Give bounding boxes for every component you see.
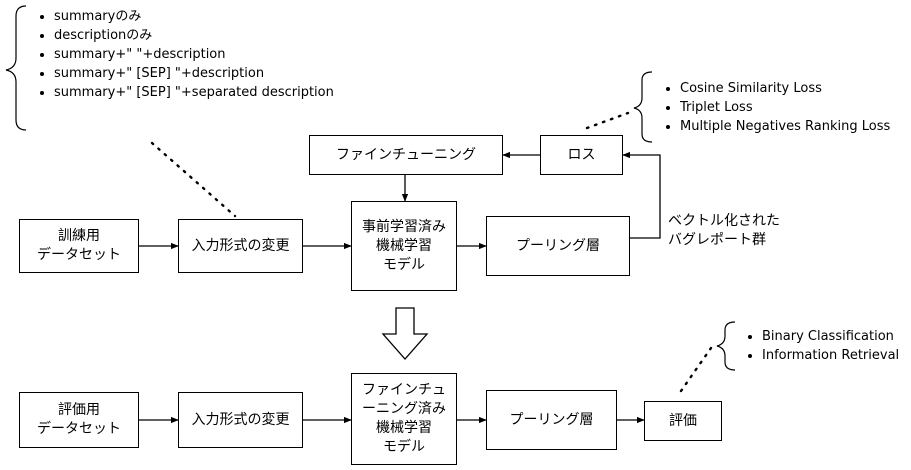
evaluation-box: 評価 [644,401,722,441]
list-item: Cosine Similarity Loss [680,79,890,98]
list-item: summary+" [SEP] "+description [54,64,334,83]
list-item: descriptionのみ [54,26,334,45]
eval-tasks-brace [716,321,736,371]
loss-functions-brace [633,71,653,143]
pooling-layer-box-bottom: プーリング層 [486,390,617,450]
eval-tasks-list: Binary Classification Information Retrie… [742,327,899,365]
training-dataset-box: 訓練用 データセット [19,219,139,273]
list-item: Triplet Loss [680,98,890,117]
pretrained-model-box: 事前学習済み 機械学習 モデル [351,201,457,291]
list-item: summaryのみ [54,7,334,26]
input-formats-brace [5,5,27,131]
list-item: summary+" "+description [54,45,334,64]
finetuned-model-box: ファインチュ ーニング済み 機械学習 モデル [351,373,457,465]
vectorized-reports-label: ベクトル化された バグレポート群 [668,213,780,248]
finetuning-box: ファインチューニング [309,135,503,175]
loss-box: ロス [540,135,623,175]
loss-functions-dotted-leader [585,111,630,130]
list-item: Multiple Negatives Ranking Loss [680,117,890,136]
pooling-layer-box: プーリング層 [486,216,630,276]
input-conversion-box-bottom: 入力形式の変更 [178,392,303,448]
input-conversion-box: 入力形式の変更 [178,219,303,273]
list-item: summary+" [SEP] "+separated description [54,83,334,102]
loss-functions-list: Cosine Similarity Loss Triplet Loss Mult… [660,79,890,136]
transition-arrow [381,307,429,360]
eval-tasks-dotted-leader [679,346,713,393]
eval-dataset-box: 評価用 データセット [19,392,139,448]
input-formats-dotted-leader [150,141,237,218]
list-item: Information Retrieval [762,346,899,365]
list-item: Binary Classification [762,327,899,346]
input-formats-list: summaryのみ descriptionのみ summary+" "+desc… [34,7,334,102]
arrow-pooling-to-loss [622,151,661,239]
